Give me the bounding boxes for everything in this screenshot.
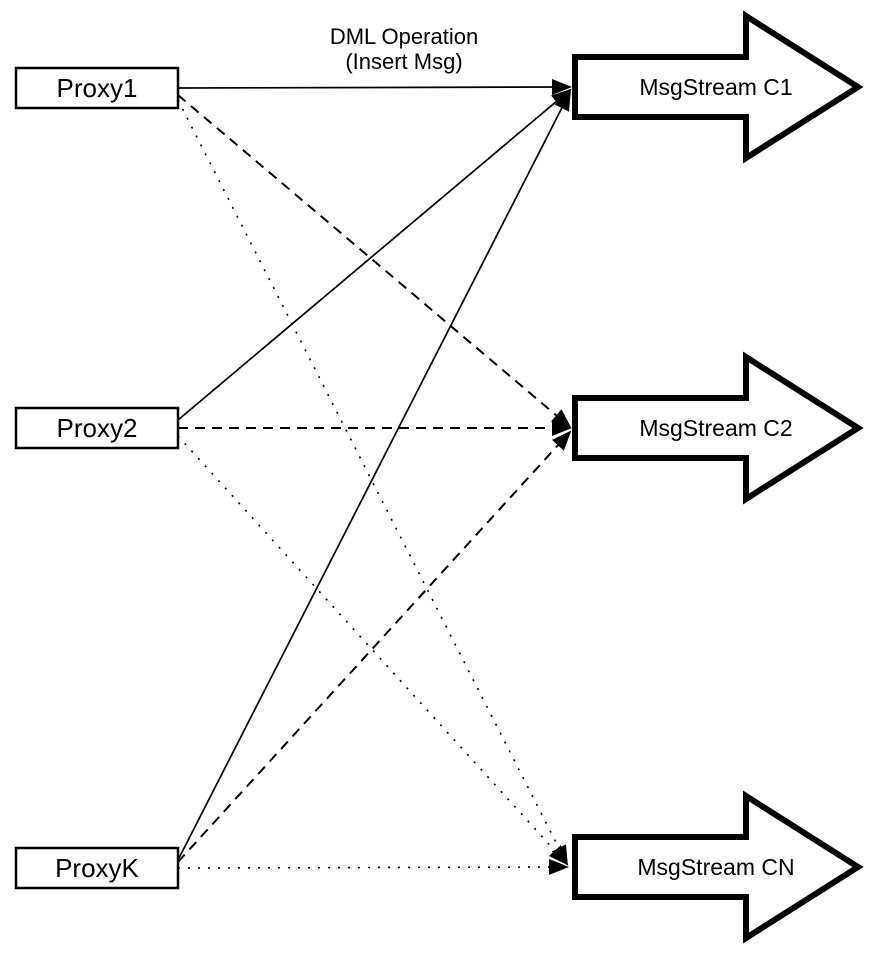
proxy2-box: [14, 406, 180, 450]
edge-proxy1-cn: [177, 99, 568, 866]
edge-proxyk-c1: [177, 90, 571, 861]
proxy1-node: Proxy1: [14, 66, 180, 110]
dml-operation-label-line2: (Insert Msg): [345, 49, 462, 74]
proxyk-label: ProxyK: [55, 853, 139, 883]
msgstream-c2-label: MsgStream C2: [639, 415, 792, 441]
proxyk-box: [14, 846, 180, 890]
dml-operation-label-line1: DML Operation: [330, 24, 478, 49]
edge-proxy1-c1: [177, 79, 572, 96]
msgstream-cn-node: MsgStream CN: [572, 790, 864, 944]
proxy1-box: [14, 66, 180, 110]
dml-operation-label: DML Operation (Insert Msg): [330, 24, 478, 74]
edge-proxyk-cn: [177, 859, 569, 876]
msgstream-cn-arrow-shape: [572, 790, 864, 944]
proxyk-node: ProxyK: [14, 846, 180, 890]
msgstream-c2-arrow-shape: [572, 351, 864, 505]
msgstream-c2-node: MsgStream C2: [572, 351, 864, 505]
msgstream-cn-label: MsgStream CN: [637, 854, 794, 880]
proxy2-node: Proxy2: [14, 406, 180, 450]
msgstream-c1-label: MsgStream C1: [639, 74, 792, 100]
proxy1-label: Proxy1: [57, 73, 138, 103]
msgstream-c1-arrow-shape: [572, 10, 864, 164]
edges-group: [177, 79, 572, 876]
msgstream-c1-node: MsgStream C1: [572, 10, 864, 164]
edge-proxy1-c2: [177, 94, 572, 429]
edge-proxy2-cn: [177, 435, 569, 866]
edge-proxy2-c1: [177, 88, 572, 421]
edge-proxyk-c2: [177, 430, 572, 863]
proxy2-label: Proxy2: [57, 413, 138, 443]
